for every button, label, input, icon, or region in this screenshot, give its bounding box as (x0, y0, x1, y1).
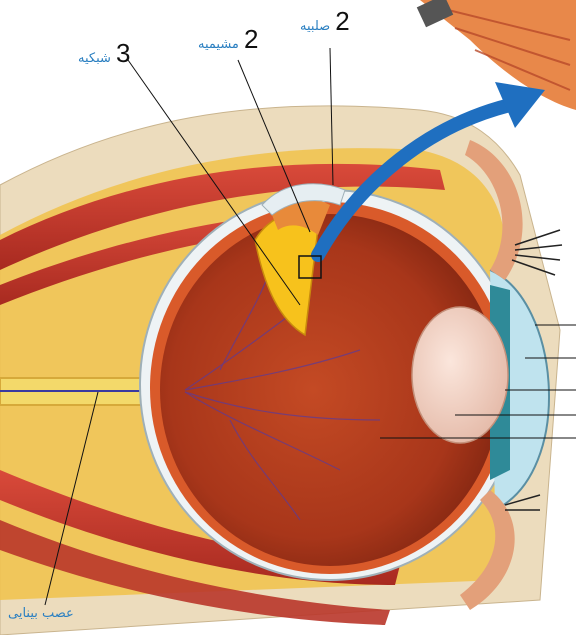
label-retina: 3 شبکیه (78, 38, 130, 69)
lens (412, 307, 508, 443)
label-choroid-text: مشیمیه (198, 37, 239, 52)
label-retina-text: شبکیه (78, 51, 111, 66)
label-choroid-number: 2 (244, 24, 258, 54)
inset-camera-detail (417, 0, 453, 27)
label-sclera: 2 صلبیه (300, 6, 350, 37)
label-retina-number: 3 (116, 38, 130, 68)
label-choroid: 2 مشیمیه (198, 24, 258, 55)
label-optic-nerve: عصب بینایی (8, 606, 74, 621)
label-sclera-text: صلبیه (300, 19, 330, 34)
label-sclera-number: 2 (335, 6, 349, 36)
